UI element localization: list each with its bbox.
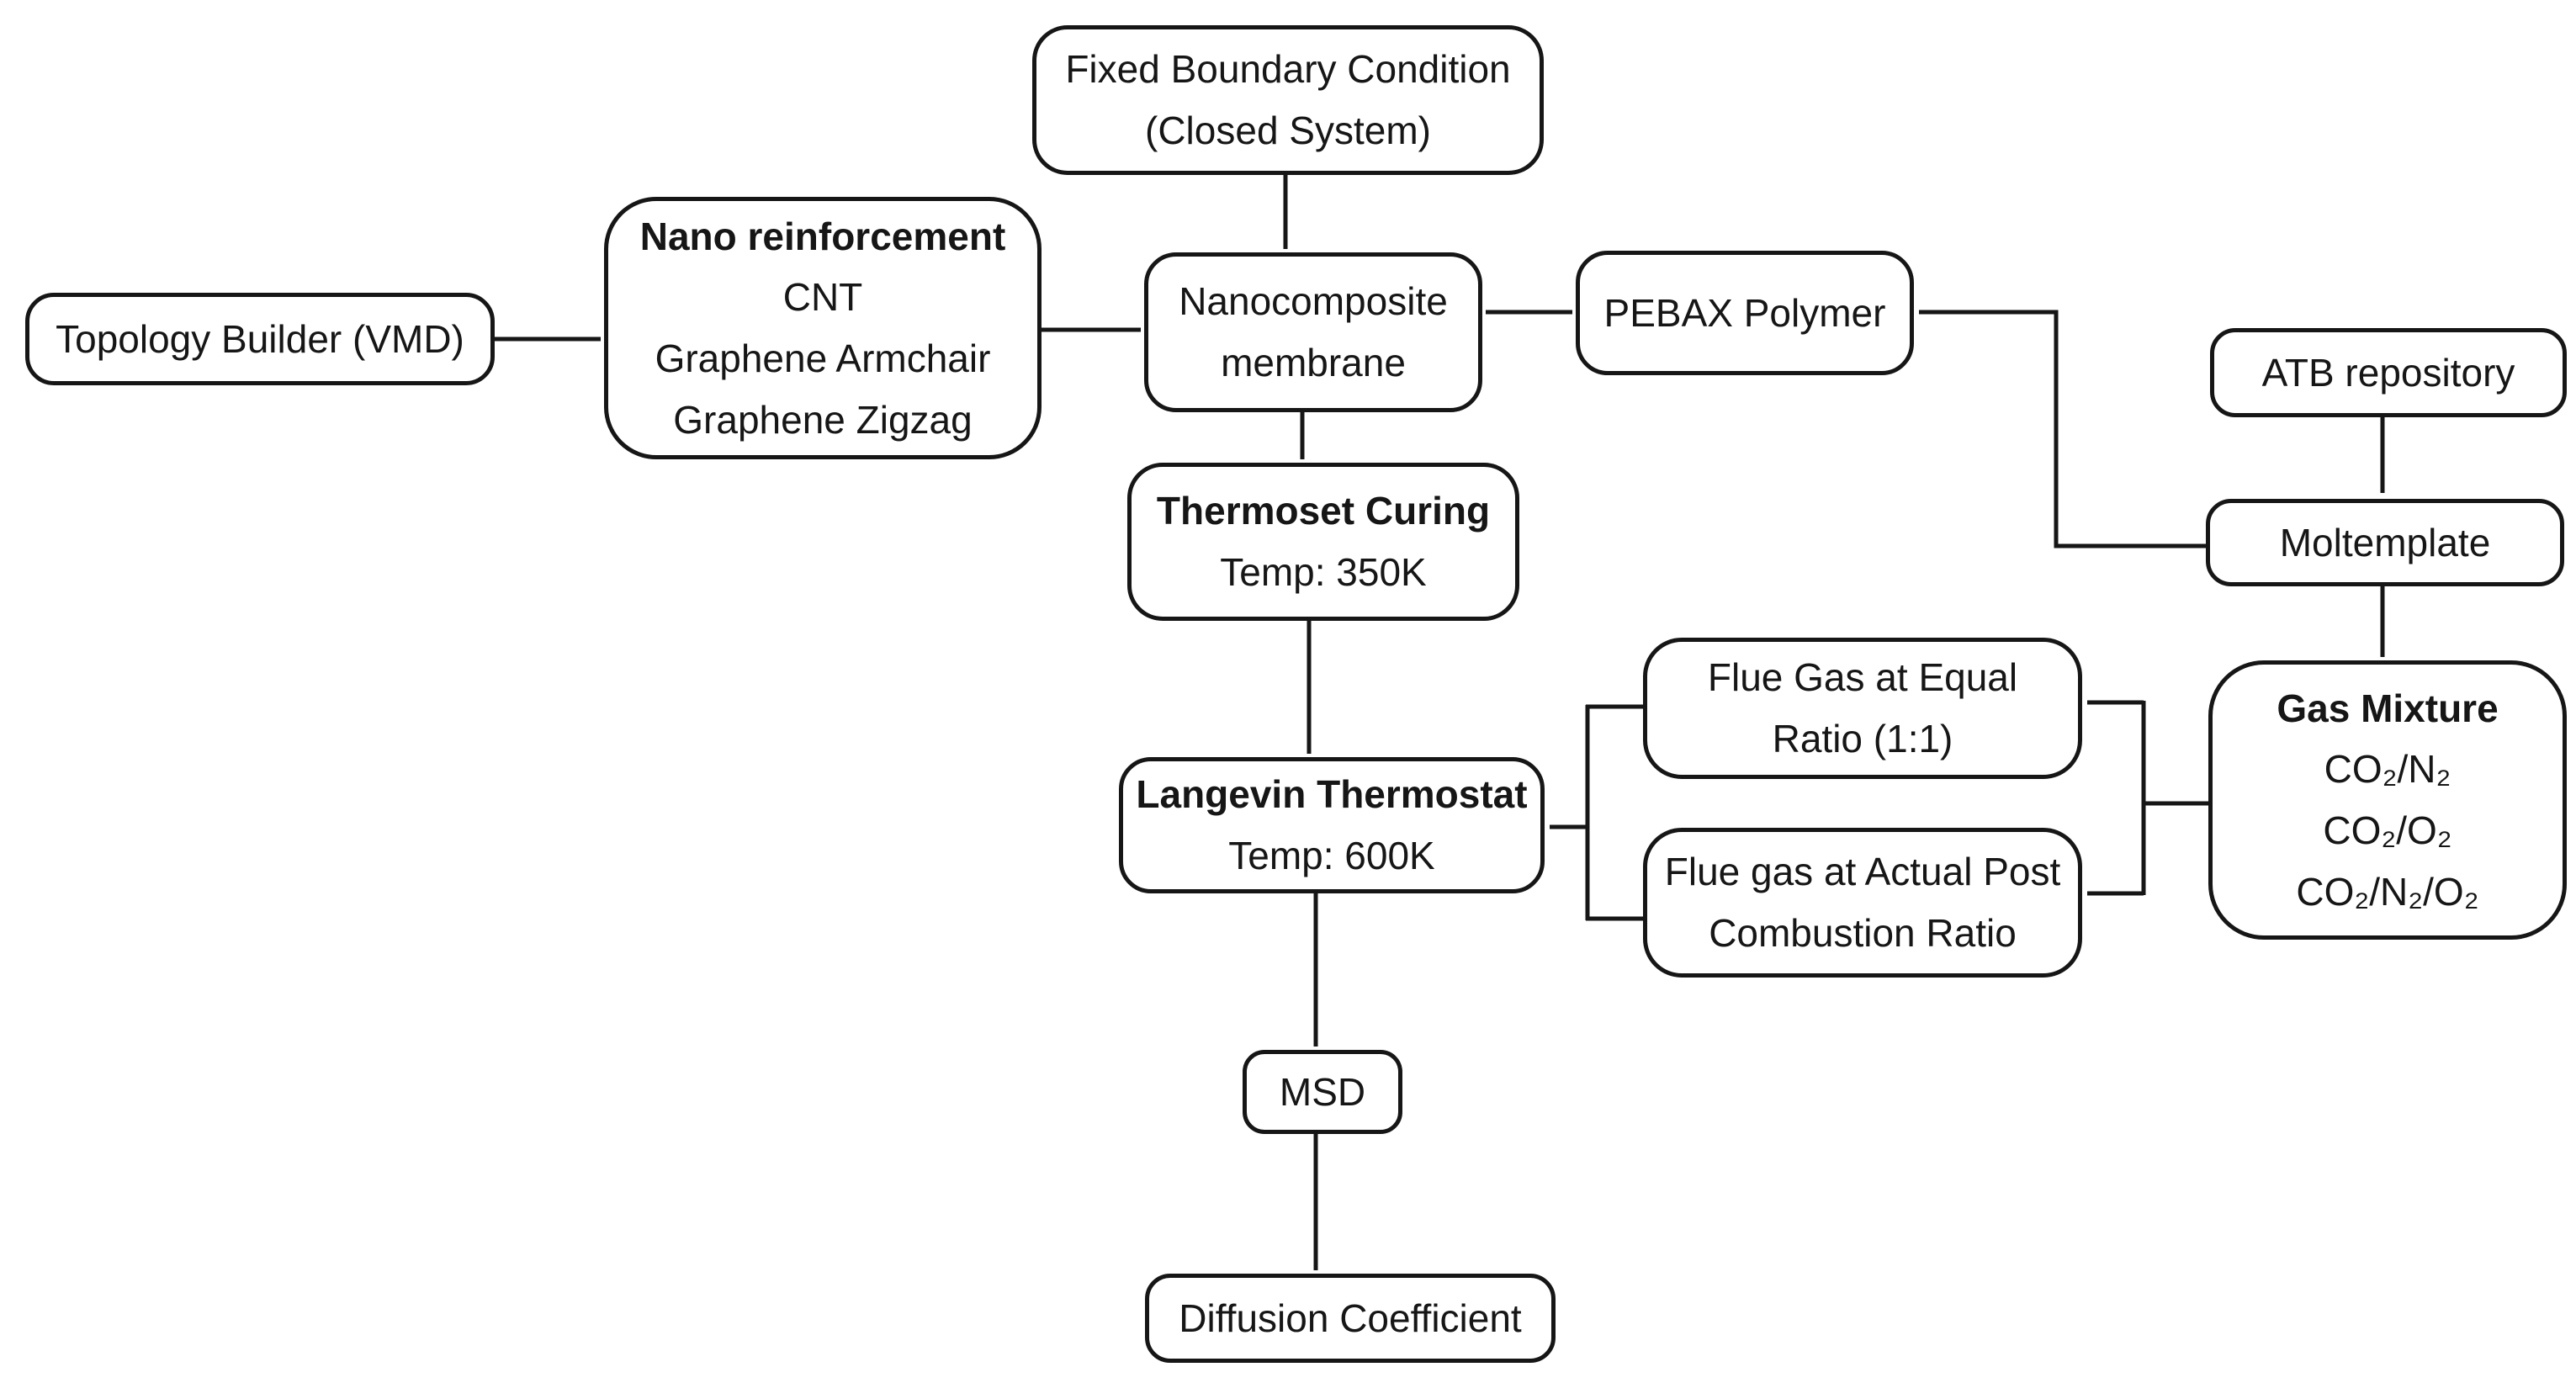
node-line: Graphene Zigzag bbox=[673, 397, 973, 442]
node-title: Langevin Thermostat bbox=[1136, 772, 1528, 817]
node-line: Fixed Boundary Condition bbox=[1065, 47, 1511, 92]
node-temp: Temp: 600K bbox=[1228, 834, 1435, 877]
node-temp: Temp: 350K bbox=[1220, 550, 1427, 594]
node-thermoset-curing: Thermoset Curing Temp: 350K bbox=[1127, 463, 1519, 621]
node-line: membrane bbox=[1221, 341, 1406, 384]
node-title: Gas Mixture bbox=[2277, 686, 2499, 730]
node-msd: MSD bbox=[1243, 1050, 1402, 1134]
node-label: PEBAX Polymer bbox=[1603, 290, 1886, 335]
node-label: MSD bbox=[1279, 1069, 1366, 1114]
node-fixed-boundary-condition: Fixed Boundary Condition (Closed System) bbox=[1032, 25, 1544, 175]
node-nano-reinforcement: Nano reinforcement CNT Graphene Armchair… bbox=[604, 197, 1042, 459]
node-flue-gas-equal-ratio: Flue Gas at Equal Ratio (1:1) bbox=[1643, 638, 2082, 779]
node-line: Nanocomposite bbox=[1179, 279, 1448, 324]
node-line: Flue Gas at Equal bbox=[1707, 655, 2018, 700]
node-title: Thermoset Curing bbox=[1156, 489, 1491, 533]
node-formula: CO₂/N₂/O₂ bbox=[2296, 869, 2479, 914]
node-line: Flue gas at Actual Post bbox=[1664, 850, 2061, 894]
node-title: Nano reinforcement bbox=[639, 214, 1006, 258]
node-topology-builder: Topology Builder (VMD) bbox=[25, 293, 495, 385]
node-line: CNT bbox=[782, 275, 863, 320]
node-pebax-polymer: PEBAX Polymer bbox=[1576, 251, 1914, 375]
node-nanocomposite-membrane: Nanocomposite membrane bbox=[1144, 252, 1482, 412]
node-label: Moltemplate bbox=[2279, 520, 2491, 564]
node-atb-repository: ATB repository bbox=[2210, 328, 2567, 417]
node-line: Ratio (1:1) bbox=[1772, 717, 1953, 760]
node-label: Topology Builder (VMD) bbox=[56, 316, 464, 361]
node-formula: CO₂/N₂ bbox=[2324, 747, 2451, 792]
node-moltemplate: Moltemplate bbox=[2206, 499, 2564, 586]
node-line: Combustion Ratio bbox=[1709, 911, 2017, 955]
node-langevin-thermostat: Langevin Thermostat Temp: 600K bbox=[1119, 757, 1545, 893]
node-diffusion-coefficient: Diffusion Coefficient bbox=[1145, 1274, 1556, 1363]
node-gas-mixture: Gas Mixture CO₂/N₂ CO₂/O₂ CO₂/N₂/O₂ bbox=[2208, 660, 2567, 940]
node-line: (Closed System) bbox=[1145, 109, 1431, 152]
node-label: Diffusion Coefficient bbox=[1179, 1296, 1522, 1340]
node-flue-gas-actual-post-combustion: Flue gas at Actual Post Combustion Ratio bbox=[1643, 828, 2082, 978]
node-line: Graphene Armchair bbox=[655, 336, 991, 380]
node-formula: CO₂/O₂ bbox=[2323, 808, 2452, 852]
node-label: ATB repository bbox=[2261, 350, 2515, 395]
connector-moltemplate-to-pebax bbox=[1919, 310, 2206, 548]
